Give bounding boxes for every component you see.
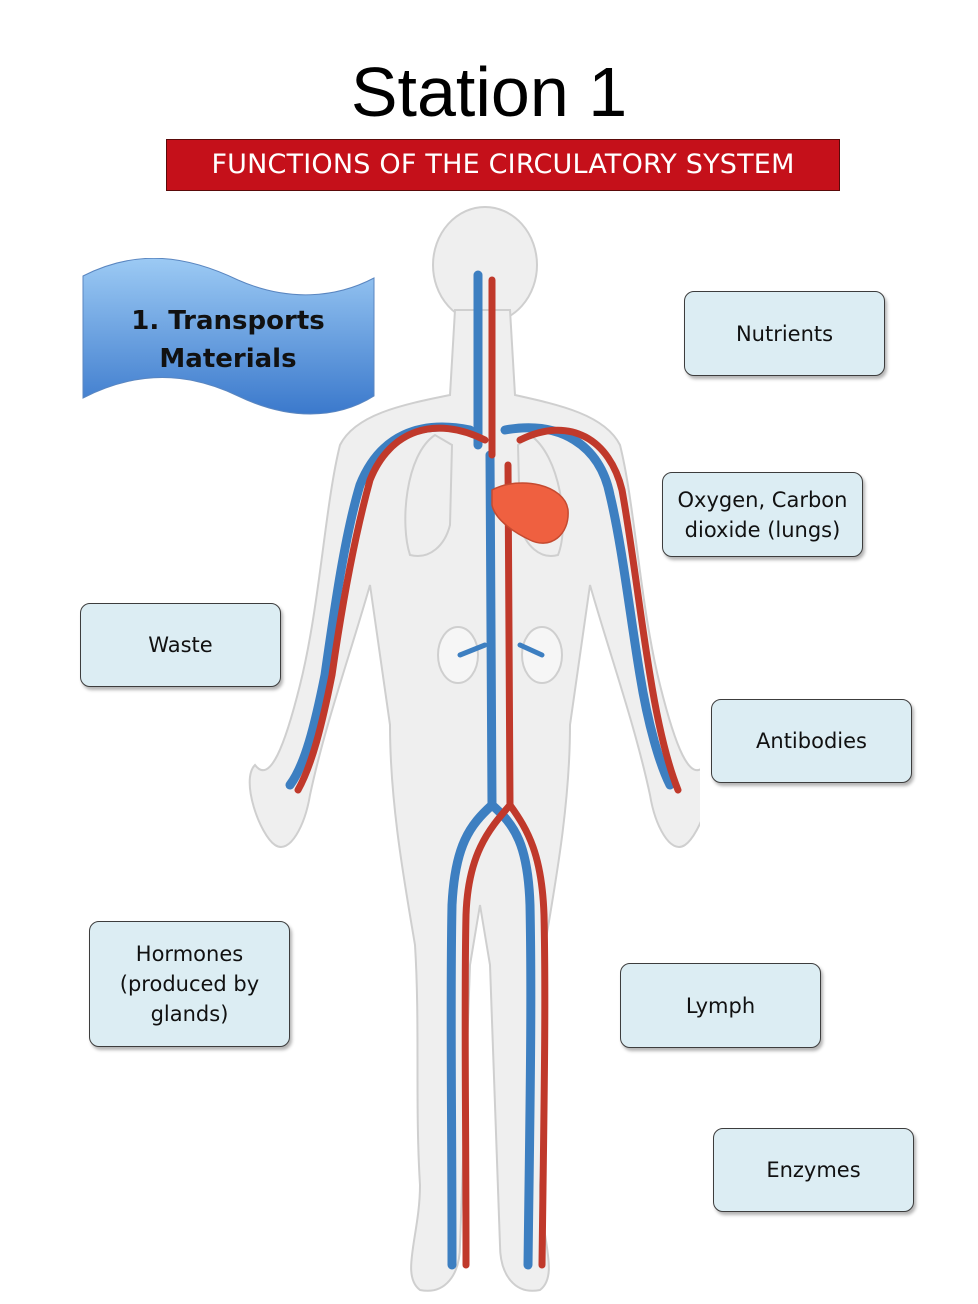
label-antibodies: Antibodies xyxy=(711,699,912,783)
label-waste: Waste xyxy=(80,603,281,687)
veins xyxy=(285,270,675,1270)
flag-heading-line1: 1. Transports xyxy=(131,306,325,336)
wavy-flag-shape xyxy=(82,258,375,415)
label-nutrients: Nutrients xyxy=(684,291,885,376)
label-hormones: Hormones (produced by glands) xyxy=(89,921,290,1047)
label-enzymes: Enzymes xyxy=(713,1128,914,1212)
page-title: Station 1 xyxy=(350,53,628,131)
label-oxygen-carbon-dioxide: Oxygen, Carbon dioxide (lungs) xyxy=(662,472,863,557)
body-silhouette xyxy=(248,206,700,1292)
heart xyxy=(491,482,569,544)
flag-heading-line2: Materials xyxy=(159,344,297,374)
label-lymph: Lymph xyxy=(620,963,821,1048)
flag-heading: 1. Transports Materials xyxy=(82,302,374,378)
circulatory-body-diagram xyxy=(248,206,700,1292)
section-banner: FUNCTIONS OF THE CIRCULATORY SYSTEM xyxy=(166,139,840,191)
